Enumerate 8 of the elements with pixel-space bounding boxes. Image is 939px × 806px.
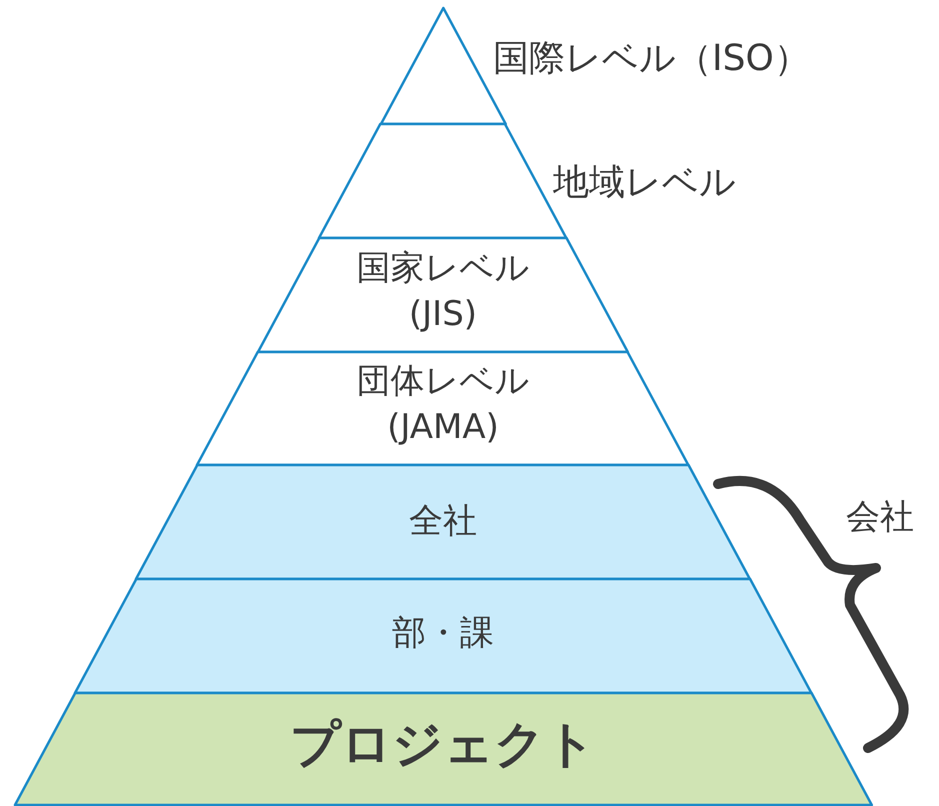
tier-label: 団体レベル(JAMA)	[355, 360, 530, 449]
tier-label: 全社	[408, 500, 478, 543]
tier-label: 部・課	[391, 612, 495, 655]
tier-label: 地域レベル	[553, 161, 737, 205]
tier-label: 国際レベル（ISO）	[492, 37, 811, 81]
bracket-label: 会社	[846, 496, 914, 539]
tier-label: プロジェクト	[288, 714, 597, 774]
tier-label: 国家レベル(JIS)	[355, 247, 530, 336]
